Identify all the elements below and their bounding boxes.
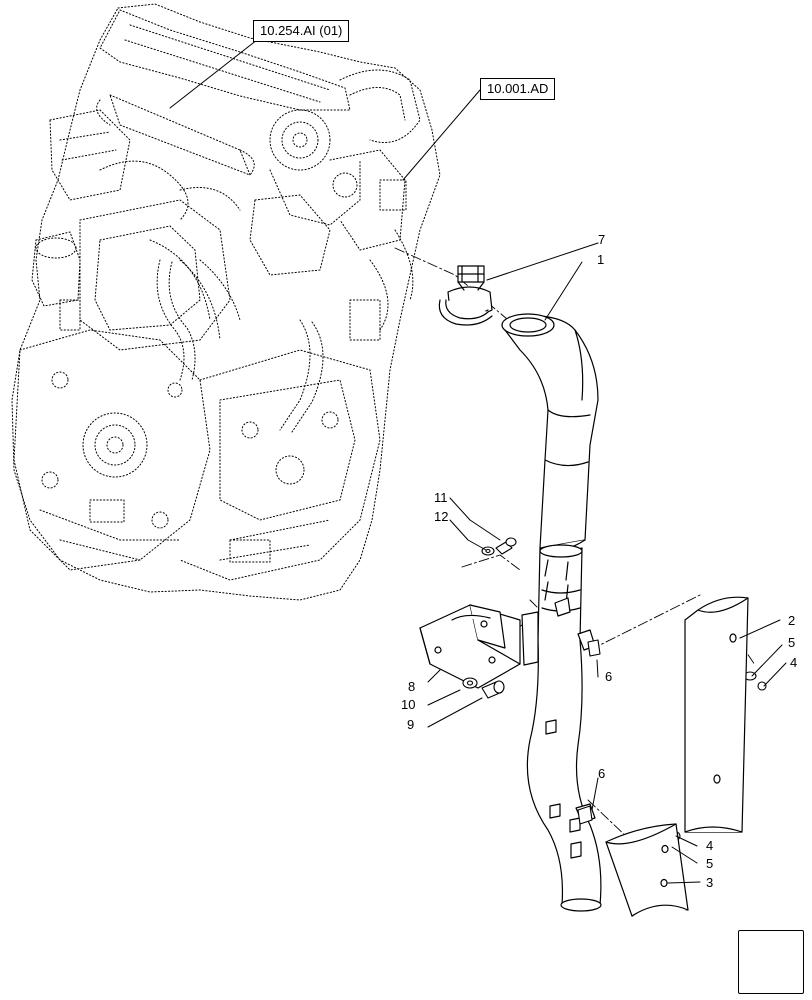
callout-5-lower: 5 xyxy=(706,856,714,871)
callout-9: 9 xyxy=(407,717,415,732)
callout-1: 1 xyxy=(597,252,605,267)
reference-box-engine[interactable]: 10.001.AD xyxy=(480,78,556,100)
heat-shield-upper xyxy=(684,596,749,833)
callout-6-lower: 6 xyxy=(598,766,606,781)
callout-12: 12 xyxy=(434,509,449,524)
callout-leaders xyxy=(427,242,787,884)
reference-leaders xyxy=(169,35,481,181)
callout-11: 11 xyxy=(434,490,448,505)
callout-2: 2 xyxy=(788,613,796,628)
engine-assembly xyxy=(11,3,441,601)
callout-3: 3 xyxy=(706,875,714,890)
next-page-button[interactable] xyxy=(738,930,804,994)
callout-10: 10 xyxy=(401,697,416,712)
heat-shield-lower xyxy=(605,823,689,917)
mounting-bracket xyxy=(419,604,521,689)
exhaust-pipe-lower xyxy=(521,544,602,912)
callout-4-lower: 4 xyxy=(706,838,714,853)
exhaust-clamp xyxy=(438,265,493,326)
reference-box-air-pipe[interactable]: 10.254.AI (01) xyxy=(253,20,350,42)
callout-6-upper: 6 xyxy=(605,669,613,684)
exhaust-pipe-upper xyxy=(501,313,599,552)
callout-4-upper: 4 xyxy=(790,655,798,670)
callout-5-upper: 5 xyxy=(788,635,796,650)
callout-7: 7 xyxy=(598,232,606,247)
callout-8: 8 xyxy=(408,679,416,694)
